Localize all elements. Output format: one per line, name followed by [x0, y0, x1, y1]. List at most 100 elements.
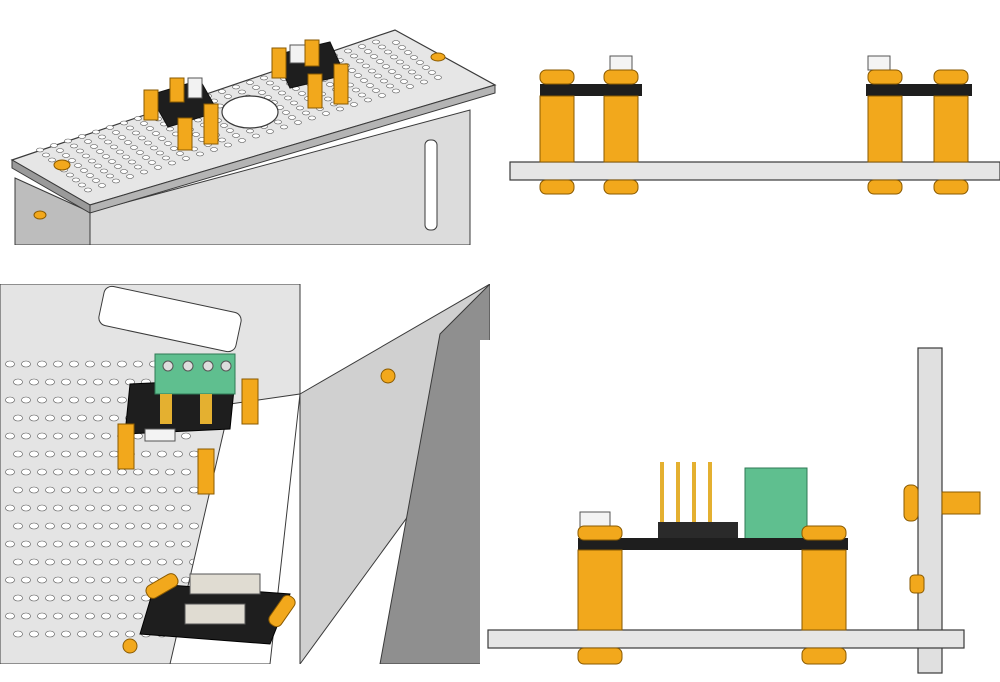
hole — [77, 558, 87, 566]
hole — [37, 540, 47, 548]
hole — [112, 130, 120, 135]
hole — [109, 522, 119, 530]
hole — [322, 111, 330, 116]
hole — [382, 64, 390, 69]
pin-header — [200, 394, 212, 424]
hole — [358, 92, 366, 98]
hole — [232, 133, 240, 138]
hole — [37, 360, 47, 368]
hole — [77, 630, 87, 638]
hole — [141, 522, 151, 530]
hole — [274, 119, 282, 125]
hole — [45, 378, 55, 386]
hole — [140, 121, 148, 126]
hole — [170, 146, 178, 151]
standoff — [241, 378, 259, 425]
side-wall-dark — [379, 284, 490, 664]
hole — [37, 468, 47, 476]
hole — [280, 124, 288, 130]
screw-head — [603, 179, 639, 195]
standoff — [268, 594, 296, 628]
standoff — [117, 423, 135, 470]
hole — [165, 468, 175, 476]
hole — [130, 145, 138, 150]
hole — [109, 594, 119, 602]
bottom-board — [139, 573, 296, 645]
pcb — [866, 84, 972, 96]
hole — [21, 540, 31, 548]
standoff — [333, 63, 349, 105]
hole — [149, 504, 159, 512]
screw-head — [122, 638, 138, 654]
hole — [21, 432, 31, 440]
hole — [76, 148, 84, 154]
hole — [125, 630, 135, 638]
hole — [157, 450, 167, 458]
hole — [232, 84, 240, 90]
hole — [21, 360, 31, 368]
hole — [85, 396, 95, 404]
hole — [348, 68, 356, 73]
hole — [61, 378, 71, 386]
hole — [398, 45, 406, 50]
hole — [165, 540, 175, 548]
hole — [238, 138, 246, 143]
hole — [85, 576, 95, 584]
side-top-drawing — [509, 55, 1000, 195]
hole — [53, 576, 63, 584]
hole — [101, 540, 111, 548]
hole — [37, 396, 47, 404]
hole — [29, 414, 39, 422]
hole — [85, 504, 95, 512]
hole — [88, 158, 96, 164]
hole — [45, 486, 55, 494]
hole — [77, 594, 87, 602]
hole — [284, 95, 292, 101]
hole — [120, 120, 128, 126]
hole — [181, 504, 191, 512]
hole — [298, 91, 306, 96]
hole — [173, 558, 183, 566]
hole — [53, 504, 63, 512]
hole — [13, 630, 23, 638]
hole — [378, 93, 386, 98]
hole — [93, 630, 103, 638]
base-plate — [487, 629, 965, 649]
screw-head — [33, 210, 47, 220]
hole — [224, 142, 232, 148]
hole — [122, 154, 130, 160]
hole — [266, 80, 274, 86]
hole — [384, 49, 392, 55]
hole — [162, 155, 170, 161]
hole — [61, 522, 71, 530]
hole — [21, 468, 31, 476]
terminal-board — [117, 353, 259, 495]
hole — [396, 59, 404, 65]
hole — [226, 128, 234, 133]
hole — [392, 40, 400, 45]
hole — [158, 136, 166, 141]
hole — [86, 173, 94, 178]
hole — [192, 132, 200, 137]
hole — [181, 540, 191, 548]
hole — [149, 540, 159, 548]
hole — [410, 55, 418, 60]
hole — [125, 486, 135, 494]
iso-top-drawing — [10, 29, 497, 245]
hole — [140, 169, 148, 175]
hole — [354, 73, 362, 78]
hole — [53, 396, 63, 404]
hole — [133, 612, 143, 620]
hole — [53, 432, 63, 440]
hole — [5, 540, 15, 548]
screw-head — [430, 52, 446, 62]
hole — [272, 85, 280, 91]
hole — [13, 558, 23, 566]
hole — [69, 468, 79, 476]
hole — [422, 65, 430, 70]
hole — [125, 522, 135, 530]
hole — [294, 120, 302, 125]
hole — [138, 135, 146, 141]
hole — [53, 540, 63, 548]
hole — [66, 172, 74, 178]
